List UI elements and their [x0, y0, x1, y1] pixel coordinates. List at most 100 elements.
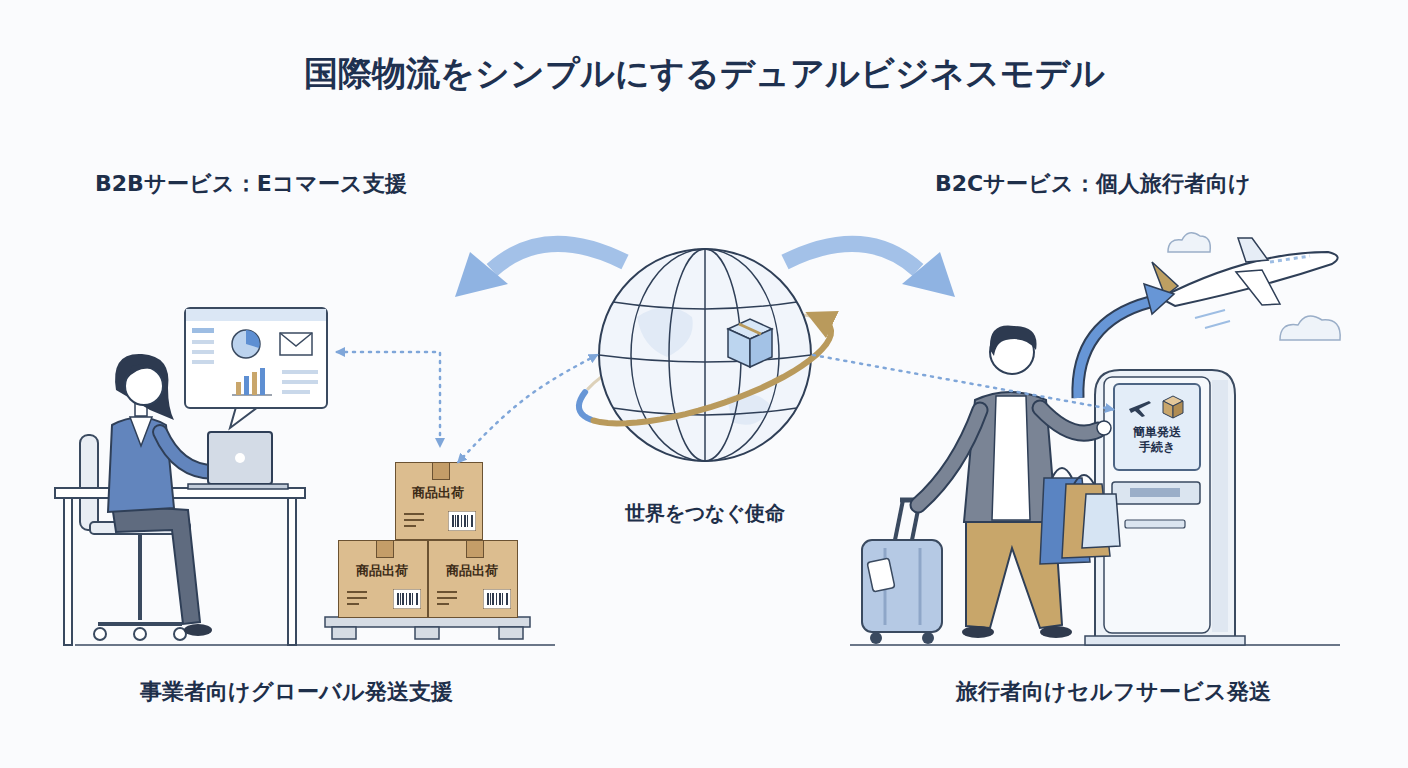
- section-heading: B2Cサービス：個人旅行者向け: [935, 170, 1375, 198]
- barcode-label: [499, 593, 501, 605]
- airplane: [1236, 270, 1280, 305]
- kiosk: [1212, 380, 1228, 632]
- barcode-label: [461, 515, 462, 527]
- barcode-label: [448, 511, 476, 531]
- kiosk: [1085, 636, 1245, 645]
- diagram-title: 国際物流をシンプルにするデュアルビジネスモデル: [0, 52, 1408, 95]
- dotted-flow-line: [337, 352, 440, 446]
- dashboard-window: [192, 328, 214, 333]
- barcode-label: [448, 511, 476, 531]
- globe-shape: [597, 247, 813, 463]
- section-caption: 旅行者向けセルフサービス発送: [893, 678, 1333, 706]
- shipping-box: 商品出荷: [428, 540, 518, 618]
- orbit-blue: [579, 392, 591, 419]
- box-marking: [437, 591, 457, 593]
- airplane: [1205, 321, 1230, 328]
- dashboard-window: [230, 407, 258, 428]
- barcode-label: [471, 515, 473, 527]
- dashboard-window: [232, 330, 260, 358]
- barcode-label: [467, 515, 468, 527]
- mission-label: 世界をつなぐ使命: [545, 501, 865, 526]
- kiosk: [1130, 488, 1180, 497]
- pallet: [332, 627, 356, 639]
- office-chair: [94, 628, 106, 640]
- kiosk: [1104, 377, 1210, 633]
- barcode-label: [400, 593, 401, 605]
- barcode-label: [492, 593, 494, 605]
- traveler: [1040, 408, 1098, 433]
- barcode-label: [412, 593, 413, 605]
- box-label: 商品出荷: [398, 485, 478, 501]
- traveler: [1040, 408, 1098, 433]
- traveler: [918, 410, 980, 505]
- barcode-label: [406, 593, 407, 605]
- shipping-box: 商品出荷: [395, 462, 483, 540]
- traveler: [918, 326, 1111, 639]
- traveler: [962, 626, 994, 638]
- box-marking: [404, 513, 424, 515]
- barcode-label: [490, 593, 491, 605]
- airplane: [1238, 238, 1268, 262]
- laptop: [208, 432, 272, 484]
- big-arrows: [785, 244, 918, 270]
- suitcase: [862, 540, 942, 632]
- dashboard-window: [192, 350, 214, 354]
- cube-icon: [739, 324, 761, 334]
- big-arrows: [455, 252, 508, 297]
- desk: [288, 498, 296, 645]
- office-worker: [160, 432, 214, 472]
- takeoff-arrow: [1144, 284, 1174, 314]
- dashboard-window: [192, 340, 214, 344]
- box-marking: [347, 597, 367, 599]
- globe-meridian: [704, 249, 706, 461]
- box-label: 商品出荷: [341, 563, 423, 579]
- dashboard-window: [185, 308, 327, 428]
- office-worker: [112, 505, 200, 624]
- box-icon: [1173, 401, 1183, 418]
- box-marking: [404, 525, 416, 527]
- barcode-label: [393, 589, 421, 609]
- barcode-label: [487, 593, 489, 605]
- kiosk: [1125, 520, 1185, 528]
- office-worker: [130, 417, 152, 446]
- office-chair: [98, 622, 182, 626]
- laptop: [188, 484, 288, 489]
- traveler: [918, 410, 980, 505]
- shopping-bags: [1052, 468, 1072, 478]
- dotted-connector: [458, 355, 597, 462]
- barcode-label: [409, 593, 411, 605]
- barcode-label: [402, 593, 404, 605]
- dashboard-window: [280, 333, 312, 355]
- cube-icon: [728, 329, 750, 367]
- box-icon: [1163, 401, 1173, 418]
- dashboard-window: [252, 372, 257, 395]
- shopping-bags: [1040, 468, 1120, 564]
- dotted-flow-line: [337, 352, 440, 446]
- pallet: [415, 627, 439, 639]
- airplane: [1270, 256, 1310, 262]
- box-marking: [404, 519, 424, 521]
- laptop: [188, 432, 288, 489]
- barcode-label: [455, 515, 456, 527]
- desk: [55, 488, 305, 645]
- dashboard-window: [192, 360, 214, 364]
- box-marking: [437, 603, 449, 605]
- barcode-label: [397, 593, 399, 605]
- globe-parallel: [599, 355, 811, 362]
- globe-body: [599, 249, 811, 461]
- globe-node: 世界をつなぐ使命: [597, 247, 813, 463]
- suitcase: [919, 548, 922, 625]
- office-chair: [80, 435, 98, 530]
- desk: [64, 498, 72, 645]
- packing-tape: [376, 541, 394, 558]
- dashboard-window: [246, 330, 260, 348]
- barcode-label: [457, 515, 459, 527]
- clouds: [1280, 316, 1340, 340]
- barcode-label: [416, 593, 418, 605]
- barcode-label: [483, 589, 511, 609]
- shopping-bags: [1082, 494, 1120, 548]
- office-chair: [134, 628, 146, 640]
